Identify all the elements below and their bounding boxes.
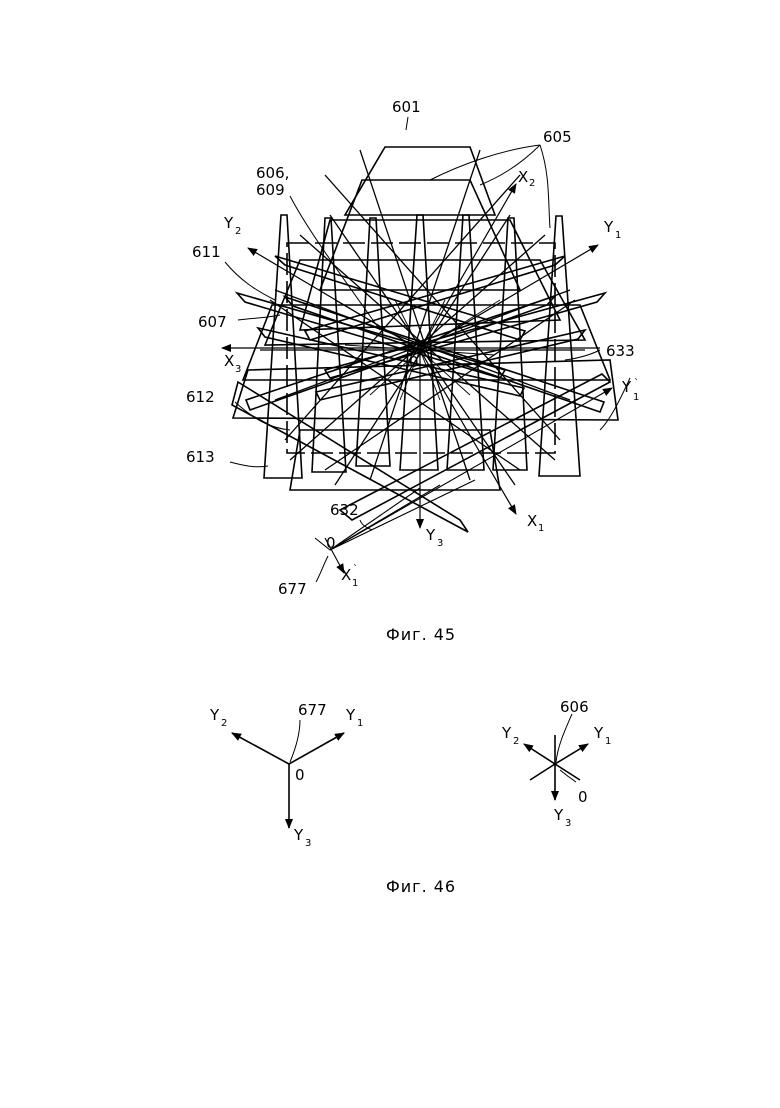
- svg-text:3: 3: [305, 838, 311, 849]
- svg-text:1: 1: [633, 392, 639, 403]
- svg-text:Y: Y: [345, 706, 356, 724]
- axis-label-x1-prime: X 1 `: [341, 563, 358, 589]
- svg-text:2: 2: [529, 178, 535, 189]
- svg-text:1: 1: [352, 578, 358, 589]
- svg-text:2: 2: [221, 718, 227, 729]
- svg-text:X: X: [341, 566, 351, 584]
- svg-text:1: 1: [605, 736, 611, 747]
- axis-label-fig46-right-y1: Y 1: [593, 724, 611, 747]
- axis-label-fig46-left-y2: Y 2: [209, 706, 227, 729]
- ref-605: 605: [543, 128, 572, 146]
- svg-text:Y: Y: [209, 706, 220, 724]
- ref-677-fig46: 677: [298, 701, 327, 719]
- ref-601: 601: [392, 98, 421, 116]
- triad-left: [232, 720, 344, 828]
- origin-label-center: 0: [409, 353, 419, 371]
- svg-text:X: X: [518, 168, 528, 186]
- svg-text:1: 1: [615, 230, 621, 241]
- axis-label-x3: X 3: [224, 352, 241, 375]
- axis-label-y2: Y 2: [223, 214, 241, 237]
- caption-figure-46: Фиг. 46: [386, 877, 456, 896]
- axis-label-fig46-left-y1: Y 1: [345, 706, 363, 729]
- svg-text:1: 1: [538, 523, 544, 534]
- svg-text:2: 2: [235, 226, 241, 237]
- svg-text:3: 3: [437, 538, 443, 549]
- svg-text:Y: Y: [621, 378, 632, 396]
- ref-677: 677: [278, 580, 307, 598]
- svg-text:Y: Y: [293, 826, 304, 844]
- axis-label-y3: Y 3: [425, 526, 443, 549]
- ref-611: 611: [192, 243, 221, 261]
- svg-text:Y: Y: [501, 724, 512, 742]
- axis-label-y1-prime: Y 1 `: [621, 377, 639, 403]
- crossing-lines: [260, 150, 585, 485]
- ref-607: 607: [198, 313, 227, 331]
- svg-text:Y: Y: [425, 526, 436, 544]
- ref-606: 606,: [256, 164, 289, 182]
- axis-label-y1: Y 1: [603, 218, 621, 241]
- svg-text:`: `: [634, 377, 639, 389]
- svg-text:Y: Y: [223, 214, 234, 232]
- figure-46: 677 0 Y 1 Y 2 Y 3 606 0 Y 1: [209, 698, 611, 896]
- origin-label-secondary: 0: [326, 534, 336, 552]
- svg-text:3: 3: [235, 364, 241, 375]
- ref-609: 609: [256, 181, 285, 199]
- svg-text:1: 1: [357, 718, 363, 729]
- svg-text:Y: Y: [593, 724, 604, 742]
- svg-text:Y: Y: [603, 218, 614, 236]
- ref-606-fig46: 606: [560, 698, 589, 716]
- caption-figure-45: Фиг. 45: [386, 625, 456, 644]
- axis-label-fig46-left-y3: Y 3: [293, 826, 311, 849]
- svg-text:2: 2: [513, 736, 519, 747]
- ref-613: 613: [186, 448, 215, 466]
- ref-632: 632: [330, 501, 359, 519]
- origin-label-fig46-left: 0: [295, 766, 305, 784]
- svg-text:X: X: [224, 352, 234, 370]
- origin-label-fig46-right: 0: [578, 788, 588, 806]
- svg-text:3: 3: [565, 818, 571, 829]
- svg-text:X: X: [527, 512, 537, 530]
- ref-612: 612: [186, 388, 215, 406]
- axis-label-x1: X 1: [527, 512, 544, 534]
- svg-text:Y: Y: [553, 806, 564, 824]
- ref-633: 633: [606, 342, 635, 360]
- axis-label-fig46-right-y2: Y 2: [501, 724, 519, 747]
- axis-label-x2: X 2: [518, 168, 535, 189]
- svg-text:`: `: [353, 563, 358, 575]
- axis-label-fig46-right-y3: Y 3: [553, 806, 571, 829]
